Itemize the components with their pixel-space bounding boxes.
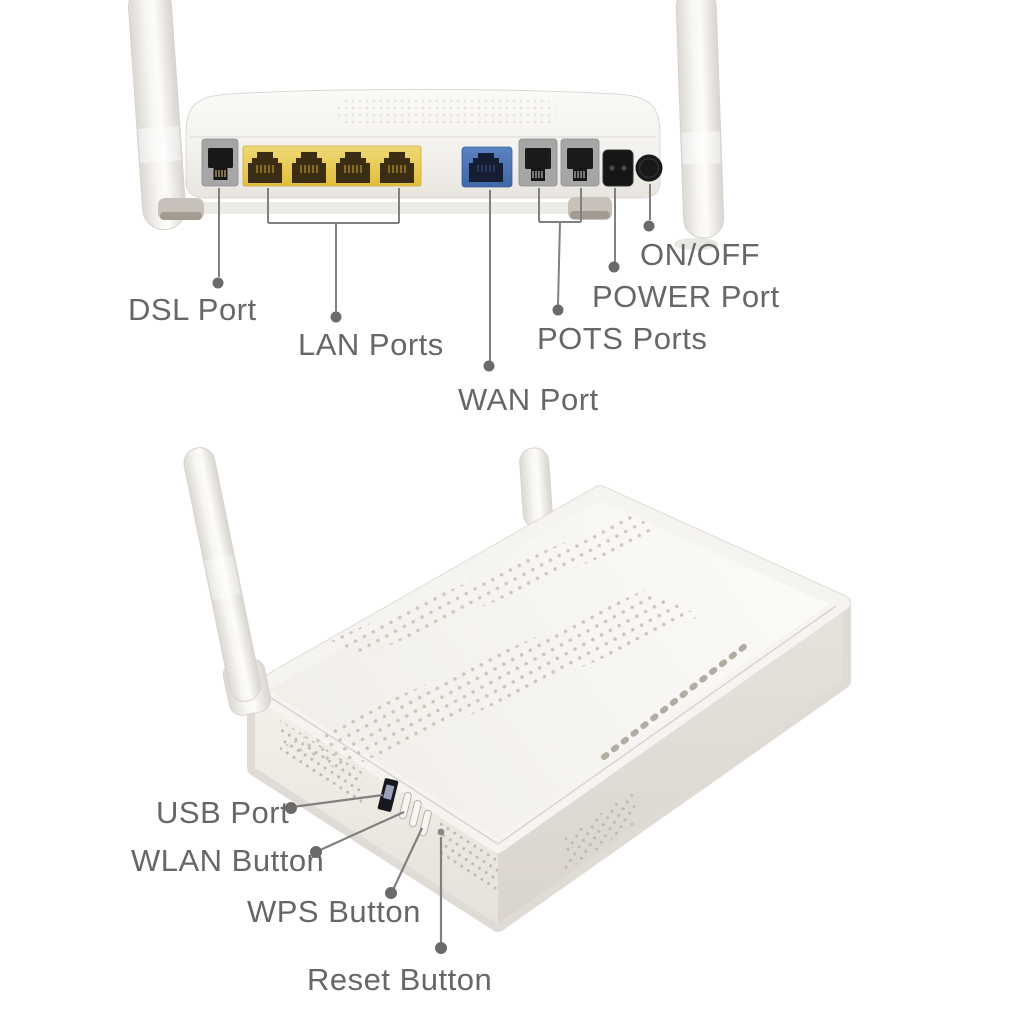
back-view-leader-dots: [212, 220, 655, 372]
back-view-device: [127, 0, 725, 372]
foot-right: [568, 197, 612, 220]
label-usb-port: USB Port: [156, 795, 290, 830]
reset-hole: [437, 828, 445, 836]
label-pots-ports: POTS Ports: [537, 321, 708, 356]
dsl-leader-dot: [212, 277, 224, 289]
wps-button: [408, 799, 422, 828]
wan-port: [461, 146, 513, 188]
antenna-left-icon: [127, 0, 187, 231]
wlan-leader-line: [317, 810, 405, 853]
lan-leader-bracket: [267, 188, 400, 312]
side-vent-left: [280, 720, 362, 806]
vent-band-upper: [330, 515, 664, 656]
side-vent-front: [440, 822, 498, 898]
side-view-leader-dots: [285, 802, 447, 954]
lan-port-panel: [242, 145, 422, 187]
usb-port: [377, 778, 399, 812]
top-vent-band: [336, 100, 556, 124]
side-view-leader-lines: [291, 793, 443, 947]
indicator-leds: [601, 639, 753, 760]
label-wan-port: WAN Port: [458, 382, 599, 417]
side-vent-right: [565, 790, 635, 872]
label-power-port: POWER Port: [592, 279, 780, 314]
antenna-left-icon: [183, 447, 261, 702]
label-wps-button: WPS Button: [247, 894, 421, 929]
reset-leader-dot: [435, 942, 447, 954]
label-lan-ports: LAN Ports: [298, 327, 444, 362]
side-view-device: [183, 447, 851, 954]
dsl-port: [201, 138, 239, 187]
label-reset-button: Reset Button: [307, 962, 493, 997]
antenna-shadow: [674, 238, 718, 250]
extra-slot-button: [419, 809, 432, 837]
back-view-leader-lines: [218, 184, 651, 361]
pots-leader-bracket: [538, 188, 582, 306]
onoff-leader-dot: [643, 220, 655, 232]
pots-port-2: [560, 138, 600, 187]
lan-leader-dot: [330, 311, 342, 323]
usb-leader-line: [291, 793, 384, 809]
pots-port-1: [518, 138, 558, 187]
label-on-off: ON/OFF: [640, 237, 761, 272]
lan-contacts: [256, 165, 406, 173]
wan-leader-dot: [483, 360, 495, 372]
pots-leader-dot: [552, 304, 564, 316]
wps-leader-line: [391, 827, 423, 893]
power-leader-dot: [608, 261, 620, 273]
wlan-leader-dot: [310, 846, 322, 858]
on-off-button: [635, 154, 663, 182]
usb-leader-dot: [285, 802, 297, 814]
antenna-right-icon: [675, 0, 725, 239]
vent-band-lower: [285, 590, 701, 771]
power-port: [602, 149, 634, 187]
label-dsl-port: DSL Port: [128, 292, 257, 327]
label-wlan-button: WLAN Button: [131, 843, 325, 878]
wps-leader-dot: [385, 887, 397, 899]
foot-left: [158, 198, 204, 220]
